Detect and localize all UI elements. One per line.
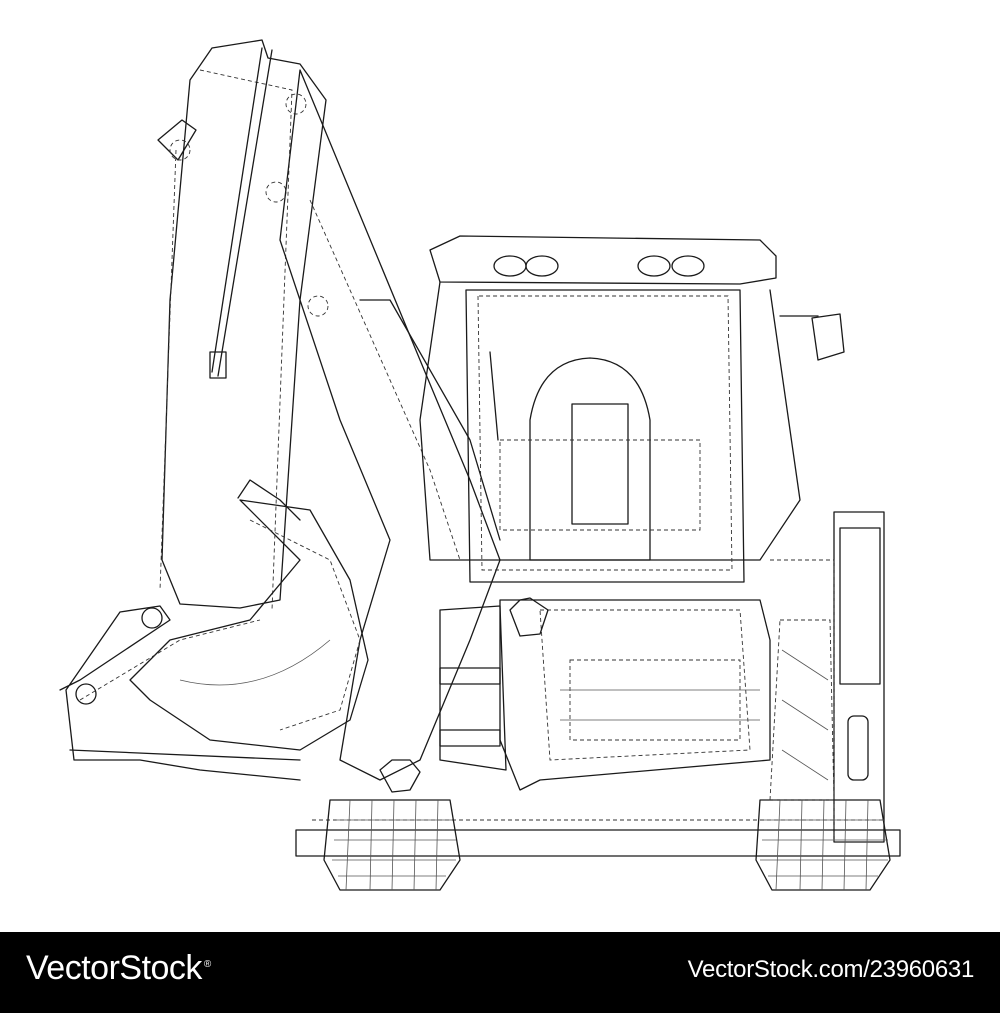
left-wheel <box>323 799 461 891</box>
cab <box>419 235 845 583</box>
right-wheel <box>755 619 891 891</box>
chassis <box>379 597 771 793</box>
boom-arm <box>157 39 329 611</box>
stabilizer-linkage <box>59 605 301 781</box>
brand-name: VectorStock <box>26 949 202 987</box>
backhoe-loader-illustration <box>59 39 901 891</box>
bucket <box>129 479 369 751</box>
rear-bumper <box>295 819 901 857</box>
backhoe-loader-icon <box>59 39 901 891</box>
dipper-arm <box>279 69 501 781</box>
right-fender <box>770 511 885 843</box>
trademark-symbol: ® <box>203 958 211 970</box>
brand-logo: VectorStock® <box>26 949 211 988</box>
footer-bar: VectorStock® VectorStock.com/23960631 <box>0 932 1000 1013</box>
image-url: VectorStock.com/23960631 <box>687 956 975 983</box>
